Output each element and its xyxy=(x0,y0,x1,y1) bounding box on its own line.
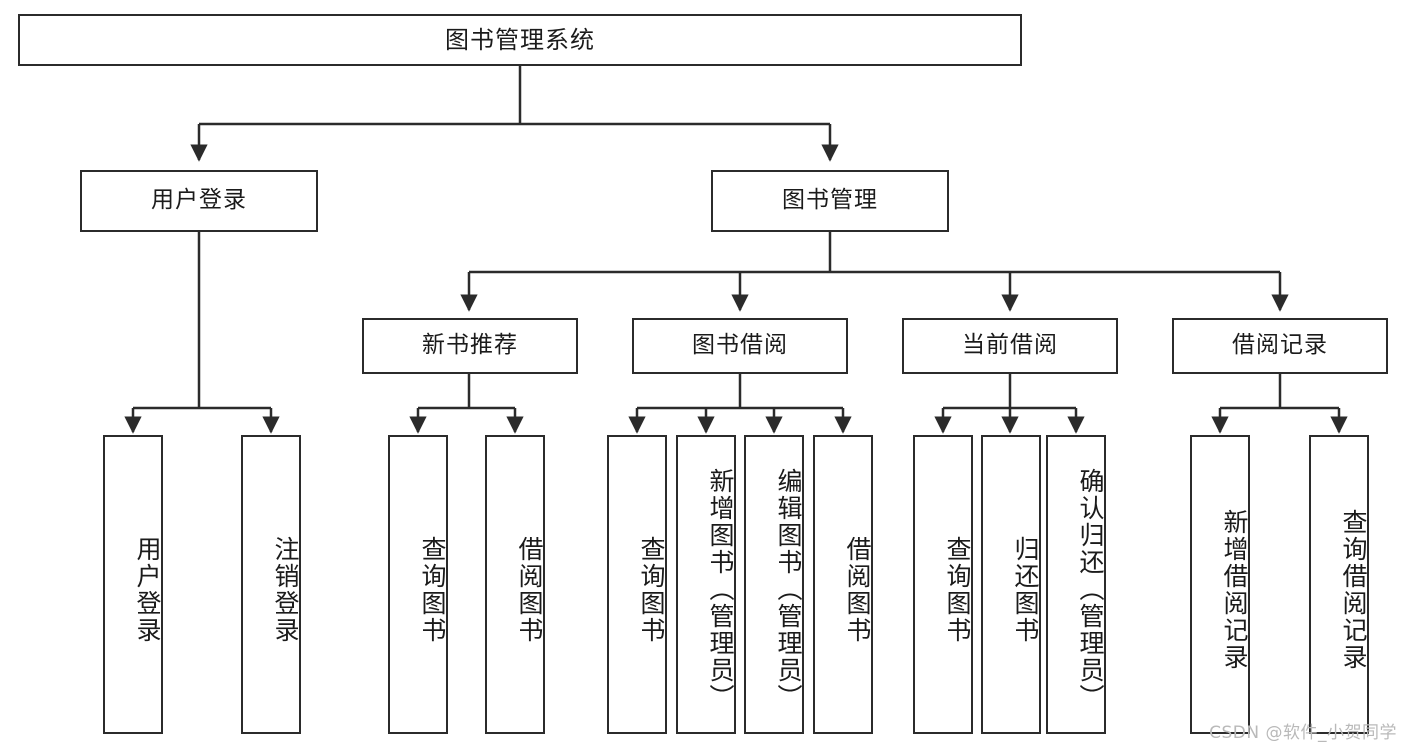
node-label: 新增图书（管理员） xyxy=(706,468,735,711)
leaf-query-book-1[interactable]: 查询图书 xyxy=(388,435,448,734)
node-label: 借阅记录 xyxy=(1232,332,1328,359)
node-book-management[interactable]: 图书管理 xyxy=(711,170,949,232)
node-label: 用户登录 xyxy=(133,535,162,644)
node-label: 用户登录 xyxy=(151,187,247,214)
leaf-borrow-book-1[interactable]: 借阅图书 xyxy=(485,435,545,734)
node-label: 新增借阅记录 xyxy=(1220,508,1249,671)
node-label: 图书管理系统 xyxy=(445,25,595,54)
node-borrow-record[interactable]: 借阅记录 xyxy=(1172,318,1388,374)
node-label: 编辑图书（管理员） xyxy=(774,468,803,711)
node-label: 图书借阅 xyxy=(692,332,788,359)
node-label: 查询图书 xyxy=(637,535,666,644)
node-label: 确认归还（管理员） xyxy=(1076,468,1105,711)
node-label: 归还图书 xyxy=(1011,535,1040,644)
node-new-book-recommend[interactable]: 新书推荐 xyxy=(362,318,578,374)
leaf-return-book[interactable]: 归还图书 xyxy=(981,435,1041,734)
node-label: 查询图书 xyxy=(943,535,972,644)
leaf-logout[interactable]: 注销登录 xyxy=(241,435,301,734)
node-book-borrow[interactable]: 图书借阅 xyxy=(632,318,848,374)
leaf-query-book-3[interactable]: 查询图书 xyxy=(913,435,973,734)
leaf-confirm-return[interactable]: 确认归还（管理员） xyxy=(1046,435,1106,734)
node-label: 注销登录 xyxy=(271,535,300,644)
leaf-add-record[interactable]: 新增借阅记录 xyxy=(1190,435,1250,734)
node-user-login[interactable]: 用户登录 xyxy=(80,170,318,232)
leaf-add-book[interactable]: 新增图书（管理员） xyxy=(676,435,736,734)
node-label: 新书推荐 xyxy=(422,332,518,359)
leaf-borrow-book-2[interactable]: 借阅图书 xyxy=(813,435,873,734)
leaf-query-book-2[interactable]: 查询图书 xyxy=(607,435,667,734)
leaf-edit-book[interactable]: 编辑图书（管理员） xyxy=(744,435,804,734)
node-current-borrow[interactable]: 当前借阅 xyxy=(902,318,1118,374)
node-label: 借阅图书 xyxy=(843,535,872,644)
leaf-user-login[interactable]: 用户登录 xyxy=(103,435,163,734)
node-label: 借阅图书 xyxy=(515,535,544,644)
csdn-watermark: CSDN @软件_小贺同学 xyxy=(1209,723,1397,743)
node-root-system[interactable]: 图书管理系统 xyxy=(18,14,1022,66)
node-label: 当前借阅 xyxy=(962,332,1058,359)
node-label: 查询借阅记录 xyxy=(1339,508,1368,671)
leaf-query-record[interactable]: 查询借阅记录 xyxy=(1309,435,1369,734)
node-label: 图书管理 xyxy=(782,187,878,214)
node-label: 查询图书 xyxy=(418,535,447,644)
